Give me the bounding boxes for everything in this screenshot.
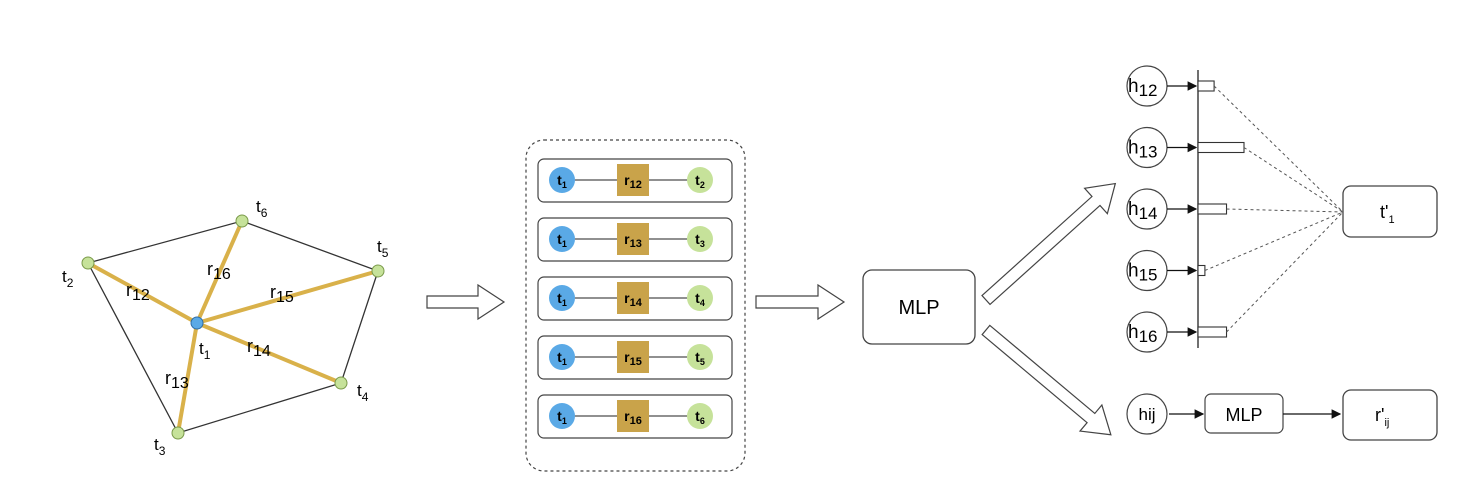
head-node <box>549 403 575 429</box>
attention-dashed-link <box>1226 211 1344 333</box>
attention-row: h14 <box>1126 188 1344 230</box>
attention-weight-bar <box>1197 141 1245 154</box>
tail-node <box>687 226 713 252</box>
hollow-arrow-up <box>981 182 1117 306</box>
head-label: t1 <box>557 231 567 249</box>
relation-label: r14 <box>624 290 643 309</box>
mlp-rel-label: MLP <box>1225 405 1262 425</box>
input-label: h13 <box>1128 138 1158 162</box>
relation-box <box>617 164 649 196</box>
attention-dashed-link <box>1204 211 1344 271</box>
attention-row: h13 <box>1126 126 1344 213</box>
head-label: t1 <box>557 290 567 308</box>
triple-row: t1 r15 t5 <box>537 335 733 380</box>
label-r12: r12 <box>126 280 150 304</box>
node-t1 <box>190 316 204 330</box>
relation-box <box>617 223 649 255</box>
node-t3 <box>171 426 185 440</box>
attention-dashed-link <box>1213 85 1344 213</box>
relation-path: hij MLP r'ij <box>1126 389 1438 441</box>
hij-circle <box>1126 393 1168 435</box>
label-r14: r14 <box>247 336 271 360</box>
triple-row: t1 r13 t3 <box>537 217 733 262</box>
tail-node <box>687 344 713 370</box>
attention-row: h12 <box>1126 65 1344 213</box>
edge-r14 <box>195 321 343 385</box>
tail-node <box>687 285 713 311</box>
node-t2 <box>81 256 95 270</box>
label-r16: r16 <box>207 259 231 283</box>
node-t5 <box>371 264 385 278</box>
head-label: t1 <box>557 349 567 367</box>
hollow-arrow-2 <box>755 283 846 321</box>
tail-node <box>687 403 713 429</box>
input-label: h15 <box>1128 261 1158 285</box>
tail-label: t5 <box>695 349 705 367</box>
attention-dashed-link <box>1243 147 1344 213</box>
relation-box <box>617 282 649 314</box>
label-t4: t4 <box>357 381 369 404</box>
edge-r15 <box>195 269 380 325</box>
attention-weight-bar <box>1197 80 1215 92</box>
head-node <box>549 226 575 252</box>
head-node <box>549 285 575 311</box>
node-t6 <box>235 214 249 228</box>
attention-row: h16 <box>1126 211 1344 353</box>
output-r-box <box>1342 389 1438 441</box>
attention-weight-bar <box>1197 264 1206 277</box>
label-t1: t1 <box>199 339 211 362</box>
edge-r12 <box>86 261 199 325</box>
attention-weight-bar <box>1197 203 1228 215</box>
triple-list-panel: t1 r12 t2 t1 r13 t3 t1 r14 t4 t1 r15 t5 t1 r16 t6 <box>525 139 746 472</box>
label-r13: r13 <box>165 368 189 392</box>
edge-r13 <box>176 321 199 435</box>
triple-row: t1 r12 t2 <box>537 158 733 203</box>
hollow-arrow-down <box>981 324 1112 436</box>
attention-panel: t'1 h12 h13 h14 h15 h16 <box>1126 65 1438 353</box>
tail-node <box>687 167 713 193</box>
relation-box <box>617 341 649 373</box>
attention-row: h15 <box>1126 211 1344 292</box>
input-label: h14 <box>1128 199 1158 223</box>
label-t2: t2 <box>62 267 74 290</box>
output-r-label: r'ij <box>1375 405 1389 429</box>
relation-label: r15 <box>624 349 642 368</box>
label-r15: r15 <box>270 282 294 306</box>
relation-label: r16 <box>624 408 642 427</box>
triple-list-container <box>525 139 746 472</box>
graph-panel: t2 t3 t4 t5 t6 t1 r12 r13 r14 r15 r16 <box>62 197 389 458</box>
tail-label: t2 <box>695 172 705 190</box>
relation-label: r12 <box>624 172 642 191</box>
label-t3: t3 <box>154 435 166 458</box>
graph-outline <box>87 220 379 434</box>
attention-dashed-link <box>1226 208 1344 213</box>
head-node <box>549 167 575 193</box>
mlp-main-box <box>862 269 976 345</box>
hollow-arrow-1 <box>426 283 506 321</box>
tail-label: t3 <box>695 231 705 249</box>
attention-weight-bar <box>1197 326 1228 338</box>
node-t4 <box>334 376 348 390</box>
input-label: h12 <box>1128 76 1158 100</box>
triple-row: t1 r14 t4 <box>537 276 733 321</box>
input-label: h16 <box>1128 322 1158 346</box>
label-t6: t6 <box>256 197 268 220</box>
head-label: t1 <box>557 172 567 190</box>
tail-label: t4 <box>695 290 705 308</box>
relation-label: r13 <box>624 231 642 250</box>
hij-label: hij <box>1138 405 1155 424</box>
triple-row: t1 r16 t6 <box>537 394 733 439</box>
edge-r16 <box>195 219 244 325</box>
head-node <box>549 344 575 370</box>
mlp-main-label: MLP <box>898 297 939 319</box>
output-t1-box <box>1342 185 1438 238</box>
head-label: t1 <box>557 408 567 426</box>
output-t1-label: t'1 <box>1380 202 1395 226</box>
relation-box <box>617 400 649 432</box>
label-t5: t5 <box>377 237 389 260</box>
tail-label: t6 <box>695 408 705 426</box>
